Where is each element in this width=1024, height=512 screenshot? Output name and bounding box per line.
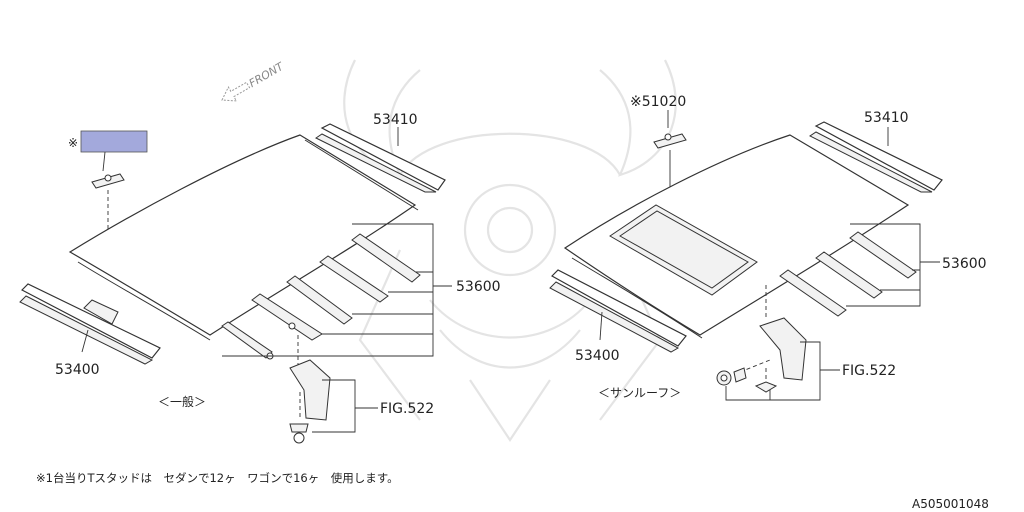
bolt-head bbox=[289, 423, 309, 433]
roof-panel bbox=[68, 134, 417, 336]
bolt-part bbox=[733, 367, 747, 383]
rear-rail-53410 bbox=[814, 121, 943, 191]
nut-hole bbox=[720, 374, 728, 382]
label-53400: 53400 bbox=[575, 348, 620, 364]
leader-line bbox=[102, 151, 106, 172]
roof-bow-3 bbox=[286, 275, 353, 325]
front-rail-flange bbox=[19, 295, 154, 365]
bracket-leader-fig bbox=[312, 379, 378, 433]
clip-nut bbox=[754, 381, 778, 393]
diagram-code: A505001048 bbox=[912, 497, 989, 511]
right-assembly-sunroof: ※51020 53410 53600 53400 bbox=[549, 94, 987, 401]
caption-sunroof: ＜サンルーフ＞ bbox=[598, 386, 681, 400]
mounting-bracket bbox=[759, 317, 807, 381]
caption-standard: ＜一般＞ bbox=[158, 394, 206, 409]
front-direction-arrow: FRONT bbox=[221, 59, 287, 102]
roof-panel-edge bbox=[304, 139, 419, 211]
leader-line bbox=[81, 329, 89, 353]
rear-rail-flange bbox=[809, 131, 933, 193]
roof-panel-edge bbox=[571, 257, 703, 339]
t-stud-head bbox=[664, 133, 672, 141]
roof-bow-3 bbox=[779, 269, 847, 317]
roof-bow-2 bbox=[815, 251, 883, 299]
bow-bolt bbox=[288, 322, 296, 330]
part-number-placeholder-box bbox=[80, 130, 148, 153]
footnote: ※1台当りTスタッドは セダンで12ヶ ワゴンで16ヶ 使用します。 bbox=[36, 471, 399, 485]
t-stud-part bbox=[653, 133, 687, 149]
t-stud-head bbox=[104, 174, 112, 182]
label-51020: ※51020 bbox=[630, 94, 686, 110]
front-rail-flange bbox=[549, 281, 680, 353]
front-rail-53400 bbox=[20, 283, 161, 359]
bracket-leader-53600 bbox=[846, 223, 940, 307]
roof-panel-sunroof bbox=[563, 134, 910, 336]
sunroof-opening bbox=[609, 204, 758, 296]
label-fig-522: FIG.522 bbox=[380, 401, 434, 417]
label-53410: 53410 bbox=[864, 110, 909, 126]
label-fig-522: FIG.522 bbox=[842, 363, 896, 379]
leader-line bbox=[599, 311, 603, 341]
star-mark: ※ bbox=[68, 136, 78, 150]
roof-bow-1 bbox=[351, 233, 421, 283]
bracket-leader-fig bbox=[725, 341, 840, 401]
roof-bow-2 bbox=[319, 255, 389, 303]
roof-bow-4 bbox=[251, 293, 323, 341]
front-rail-53400 bbox=[551, 269, 687, 347]
label-53600: 53600 bbox=[456, 279, 501, 295]
front-label: FRONT bbox=[247, 59, 287, 90]
bracket-leader-53600 bbox=[222, 223, 452, 357]
roof-panel-edge bbox=[77, 261, 211, 341]
left-assembly-standard: ※ 53410 53600 53400 bbox=[19, 112, 501, 444]
roof-bow-5 bbox=[221, 321, 273, 359]
label-53410: 53410 bbox=[373, 112, 418, 128]
sunroof-opening-inner bbox=[619, 210, 749, 289]
rear-rail-53410 bbox=[320, 123, 446, 191]
roof-bow-1 bbox=[849, 231, 917, 279]
front-rail-bracket bbox=[83, 299, 119, 325]
label-53400: 53400 bbox=[55, 362, 100, 378]
rear-rail-flange bbox=[315, 133, 437, 193]
assembly-dashed-line bbox=[739, 359, 771, 373]
label-53600: 53600 bbox=[942, 256, 987, 272]
mounting-bracket bbox=[289, 359, 331, 421]
bolt-washer bbox=[293, 432, 305, 444]
